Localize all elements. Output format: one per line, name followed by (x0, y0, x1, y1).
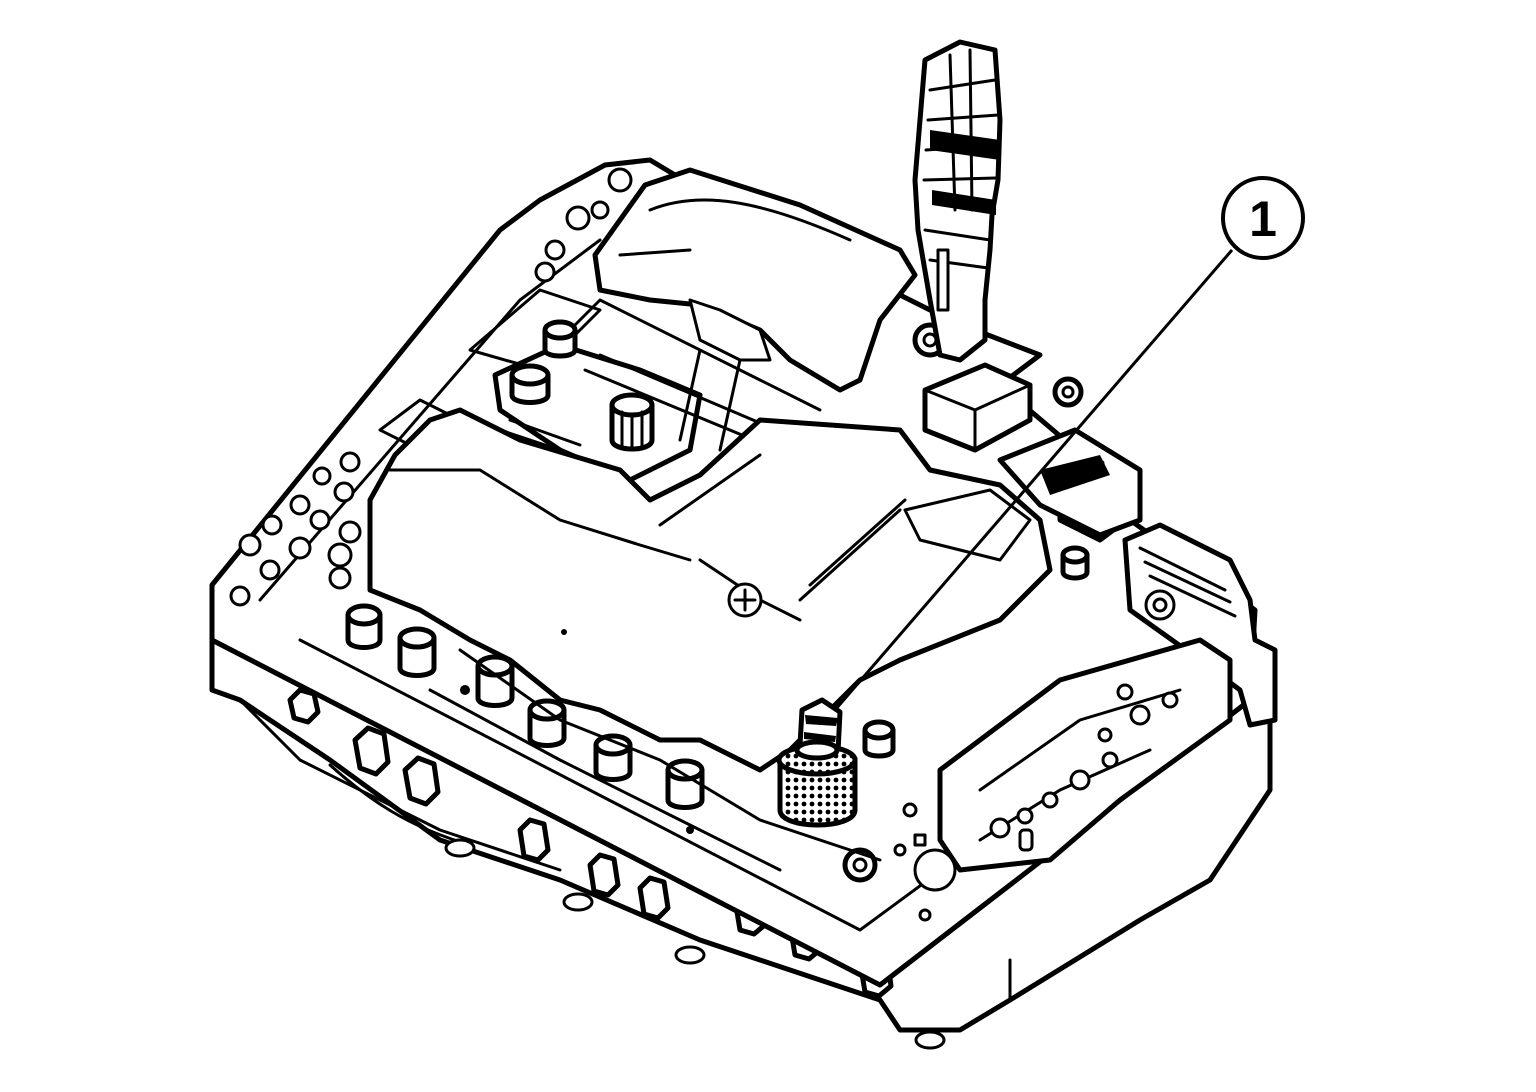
speed-sensor (776, 697, 858, 828)
rear-solenoid-housing (592, 167, 918, 393)
front-cover-bolts (345, 545, 1090, 883)
cover-marking (498, 418, 582, 452)
hex-bolts-top (509, 319, 1084, 452)
callout-1-label: 1 (1249, 191, 1277, 247)
callout-1: 1 (833, 176, 1305, 711)
front-channel-detail (428, 648, 882, 872)
callout-1-leader (833, 249, 1234, 711)
base-feet (444, 838, 946, 1050)
right-channel-plate (893, 637, 1233, 922)
control-module-box (922, 362, 1033, 453)
callout-1-circle (1221, 176, 1305, 260)
terminal-strip (997, 427, 1143, 538)
wire-harness-connector (912, 39, 1003, 363)
plate-holes (229, 167, 633, 607)
main-cover (367, 407, 1053, 773)
